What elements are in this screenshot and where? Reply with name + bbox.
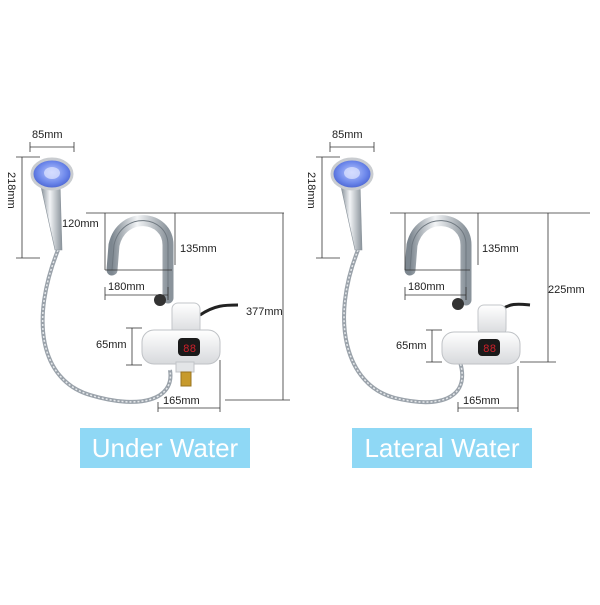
- svg-text:88: 88: [483, 344, 496, 356]
- right-total-height-label: 225mm: [548, 284, 585, 296]
- right-base-to-spout-label: 180mm: [408, 281, 445, 293]
- left-dimension-lines: [16, 142, 290, 412]
- right-head-width-label: 85mm: [332, 129, 363, 141]
- left-body-height-label: 65mm: [96, 339, 127, 351]
- left-shower-head: [30, 157, 74, 251]
- right-dimension-lines: [316, 142, 590, 412]
- left-faucet-illustration: 88: [30, 157, 239, 404]
- left-spout-reach-label: 120mm: [62, 218, 99, 230]
- right-valve-knob: [452, 298, 464, 310]
- lateral-water-badge: Lateral Water: [352, 428, 532, 468]
- left-head-height-label: 218mm: [5, 172, 17, 209]
- right-hose: [342, 249, 465, 404]
- left-base-to-spout-label: 180mm: [108, 281, 145, 293]
- left-body-width-label: 165mm: [163, 395, 200, 407]
- under-water-badge: Under Water: [80, 428, 250, 468]
- left-spout-height-label: 135mm: [180, 243, 217, 255]
- left-valve-knob: [154, 294, 166, 306]
- right-body-height-label: 65mm: [396, 340, 427, 352]
- svg-text:88: 88: [183, 344, 196, 356]
- right-body-width-label: 165mm: [463, 395, 500, 407]
- left-hose: [40, 249, 173, 404]
- right-spout-height-label: 135mm: [482, 243, 519, 255]
- right-faucet-illustration: 88: [330, 157, 531, 404]
- right-head-height-label: 218mm: [305, 172, 317, 209]
- left-heater-body: 88: [141, 302, 221, 387]
- right-heater-body: 88: [441, 304, 521, 365]
- right-shower-head: [330, 157, 374, 251]
- left-head-width-label: 85mm: [32, 129, 63, 141]
- left-total-height-label: 377mm: [246, 306, 283, 318]
